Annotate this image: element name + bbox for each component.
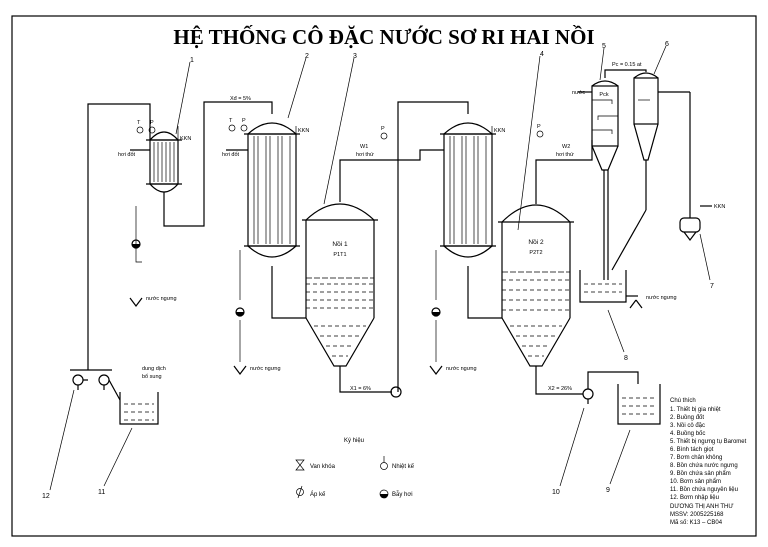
class-code: Mã số: K13 – CB04 [670, 520, 723, 526]
droplet-separator-6 [611, 72, 659, 271]
note-item: 8. Bồn chứa nước ngưng [670, 463, 738, 469]
kkn-2-label: KKN [298, 128, 309, 134]
p-gauge-label-2: P [242, 118, 246, 124]
number-10: 10 [552, 489, 560, 496]
number-2: 2 [305, 53, 309, 60]
legend-nhiet-ke: Nhiệt kế [392, 464, 415, 470]
product-pump-10 [535, 366, 639, 404]
gauges [136, 124, 544, 140]
dung-dich-label: dung dịch [142, 366, 166, 372]
author-name: DƯƠNG THỊ ANH THƯ [670, 504, 734, 510]
number-9: 9 [606, 487, 610, 494]
bo-sung-label: bổ sung [142, 373, 162, 380]
number-8: 8 [624, 355, 628, 362]
number-4: 4 [540, 51, 544, 58]
steam-traps [131, 239, 441, 317]
x2-label: X2 = 26% [548, 386, 572, 392]
heating-chamber-2 [440, 122, 496, 258]
notes-heading: Chú thích [670, 398, 696, 404]
number-5: 5 [602, 43, 606, 50]
note-item: 4. Buồng bốc [670, 431, 705, 437]
note-item: 7. Bơm chân không [670, 455, 722, 461]
xd-label: Xđ = 5% [230, 96, 251, 102]
pck-label: Pck [599, 92, 608, 98]
steam-trap-icon [379, 489, 389, 499]
t-gauge-label-1: T [137, 120, 141, 126]
kkn-3-label: KKN [494, 128, 505, 134]
legend-bay-hoi: Bẫy hơi [392, 491, 413, 498]
w2-label: W2 [562, 144, 570, 150]
legend-van-khoa: Van khóa [310, 464, 336, 470]
hoi-thu-2-label: hơi thứ [556, 152, 574, 158]
leader-lines [49, 45, 711, 491]
p-gauge-label-3: P [381, 126, 385, 132]
nuoc-label: nước [572, 90, 585, 96]
legend-ap-ke: Áp kế [310, 491, 326, 498]
nuoc-ngung-3-label: nước ngưng [446, 366, 477, 372]
evaporator-1 [302, 203, 378, 367]
heating-chamber-1 [244, 122, 300, 258]
barometric-condenser-5 [591, 80, 619, 280]
number-12: 12 [42, 493, 50, 500]
valve-icon [295, 459, 305, 471]
legend-heading: Ký hiệu [344, 438, 364, 444]
p-gauge-label-1: P [150, 120, 154, 126]
hoi-thu-1-label: hơi thứ [356, 152, 374, 158]
number-3: 3 [353, 53, 357, 60]
notes-block: Chú thích 1. Thiết bị gia nhiệt 2. Buồng… [670, 398, 747, 526]
pipelines [130, 69, 647, 398]
preheater-1 [146, 131, 182, 193]
drain-symbols [129, 297, 443, 375]
number-6: 6 [665, 41, 669, 48]
drawing-frame [11, 15, 757, 537]
student-id: MSSV: 2005225168 [670, 512, 724, 518]
p-gauge-label-4: P [537, 124, 541, 130]
note-item: 5. Thiết bị ngưng tụ Baromet [670, 439, 747, 445]
evaporator-1-pt: P1T1 [333, 252, 346, 258]
evaporator-1-name: Nồi 1 [332, 239, 348, 248]
nuoc-ngung-1-label: nước ngưng [146, 296, 177, 302]
x1-label: X1 = 6% [350, 386, 371, 392]
note-item: 12. Bơm nhập liệu [670, 495, 719, 501]
symbol-legend: Ký hiệu Van khóa Nhiệt kế Áp kế Bẫy hơi [295, 438, 415, 499]
hoi-dot-2-label: hơi đốt [222, 152, 240, 158]
feed-tank-11 [119, 392, 159, 425]
note-item: 6. Bình tách giọt [670, 447, 714, 453]
nuoc-ngung-2-label: nước ngưng [250, 366, 281, 372]
number-1: 1 [190, 57, 194, 64]
number-7: 7 [710, 283, 714, 290]
evaporator-2-name: Nồi 2 [528, 237, 544, 246]
note-item: 11. Bồn chứa nguyên liệu [670, 487, 738, 493]
diagram-title: HỆ THỐNG CÔ ĐẶC NƯỚC SƠ RI HAI NỒI [173, 25, 594, 49]
nuoc-ngung-4-label: nước ngưng [646, 295, 677, 301]
t-gauge-label-2: T [229, 118, 233, 124]
vacuum-pump-7 [658, 91, 712, 241]
note-item: 10. Bơm sản phẩm [670, 478, 721, 485]
note-item: 3. Nồi cô đặc [670, 423, 705, 429]
product-tank-9 [617, 384, 661, 425]
note-item: 9. Bồn chứa sản phẩm [670, 470, 731, 477]
kkn-4-label: KKN [714, 204, 725, 210]
evaporator-2-pt: P2T2 [529, 250, 542, 256]
number-11: 11 [98, 489, 105, 496]
note-item: 1. Thiết bị gia nhiệt [670, 407, 721, 413]
thermometer-icon [380, 456, 388, 470]
pressure-gauge-icon [296, 485, 304, 499]
kkn-1-label: KKN [180, 136, 191, 142]
hoi-dot-1-label: hơi đốt [118, 152, 136, 158]
pc-label: Pc = 0.15 at [612, 62, 642, 68]
feed-pumps-12 [70, 103, 151, 401]
evaporator-2 [498, 204, 574, 367]
condensate-tank-8 [579, 270, 643, 309]
note-item: 2. Buồng đốt [670, 415, 704, 421]
w1-label: W1 [360, 144, 368, 150]
